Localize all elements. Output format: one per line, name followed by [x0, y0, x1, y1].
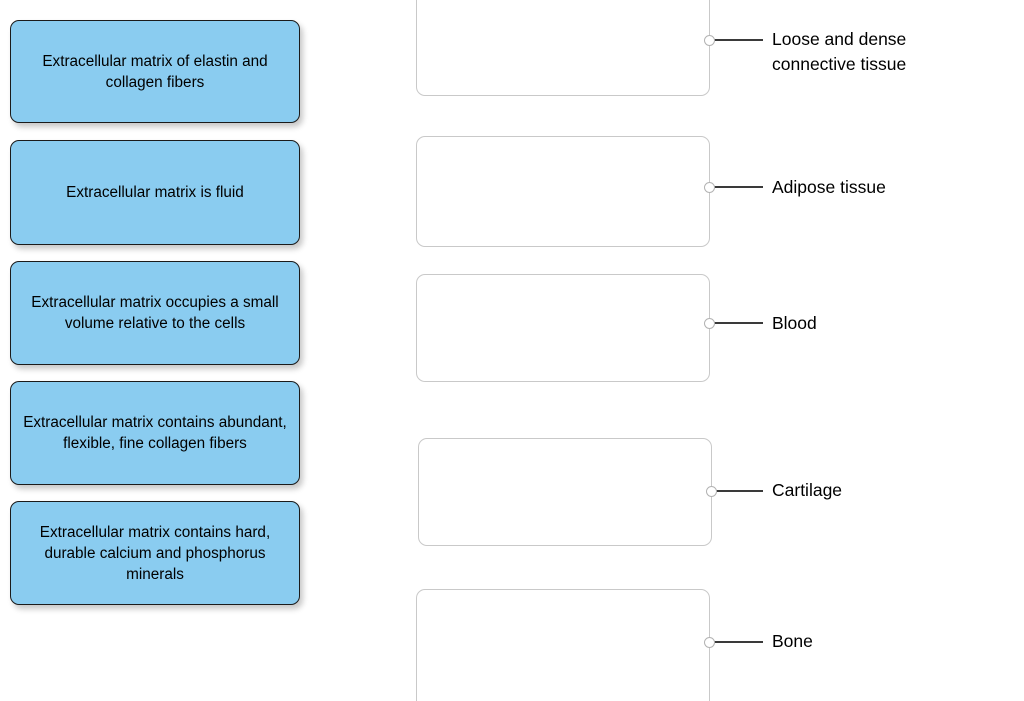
connector-dot-3[interactable]: [704, 318, 715, 329]
connector-line-5: [709, 641, 763, 644]
dropzone-1[interactable]: [416, 0, 710, 96]
draggable-tile-2-label: Extracellular matrix is fluid: [66, 184, 244, 201]
tissue-label-cartilage: Cartilage: [772, 480, 843, 500]
connector-line-3: [709, 322, 763, 325]
draggable-tile-1[interactable]: Extracellular matrix of elastin and coll…: [10, 20, 300, 123]
connector-line-1: [709, 39, 763, 42]
connector-dot-2[interactable]: [704, 182, 715, 193]
draggable-tile-5-label: Extracellular matrix contains hard, dura…: [39, 523, 271, 583]
tissue-label-bone: Bone: [772, 631, 813, 651]
draggable-tile-3-label: Extracellular matrix occupies a small vo…: [31, 294, 279, 332]
draggable-tile-4[interactable]: Extracellular matrix contains abundant, …: [10, 381, 300, 485]
draggable-tile-1-label: Extracellular matrix of elastin and coll…: [42, 52, 268, 91]
connector-dot-4[interactable]: [706, 486, 717, 497]
draggable-tile-3[interactable]: Extracellular matrix occupies a small vo…: [10, 261, 300, 365]
draggable-tile-2[interactable]: Extracellular matrix is fluid: [10, 140, 300, 245]
connector-line-2: [709, 186, 763, 189]
tissue-label-adipose-tissue: Adipose tissue: [772, 177, 886, 197]
connector-dot-1[interactable]: [704, 35, 715, 46]
draggable-tile-4-label: Extracellular matrix contains abundant, …: [23, 414, 287, 452]
dropzone-4[interactable]: [418, 438, 712, 546]
tissue-label-loose-and-dense-connective-tissue: Loose and dense connective tissue: [772, 29, 907, 74]
dropzone-2[interactable]: [416, 136, 710, 247]
draggable-tile-5[interactable]: Extracellular matrix contains hard, dura…: [10, 501, 300, 605]
connector-line-4: [711, 490, 763, 493]
tissue-label-blood: Blood: [772, 313, 817, 333]
dropzone-5[interactable]: [416, 589, 710, 701]
dropzone-3[interactable]: [416, 274, 710, 382]
connector-dot-5[interactable]: [704, 637, 715, 648]
